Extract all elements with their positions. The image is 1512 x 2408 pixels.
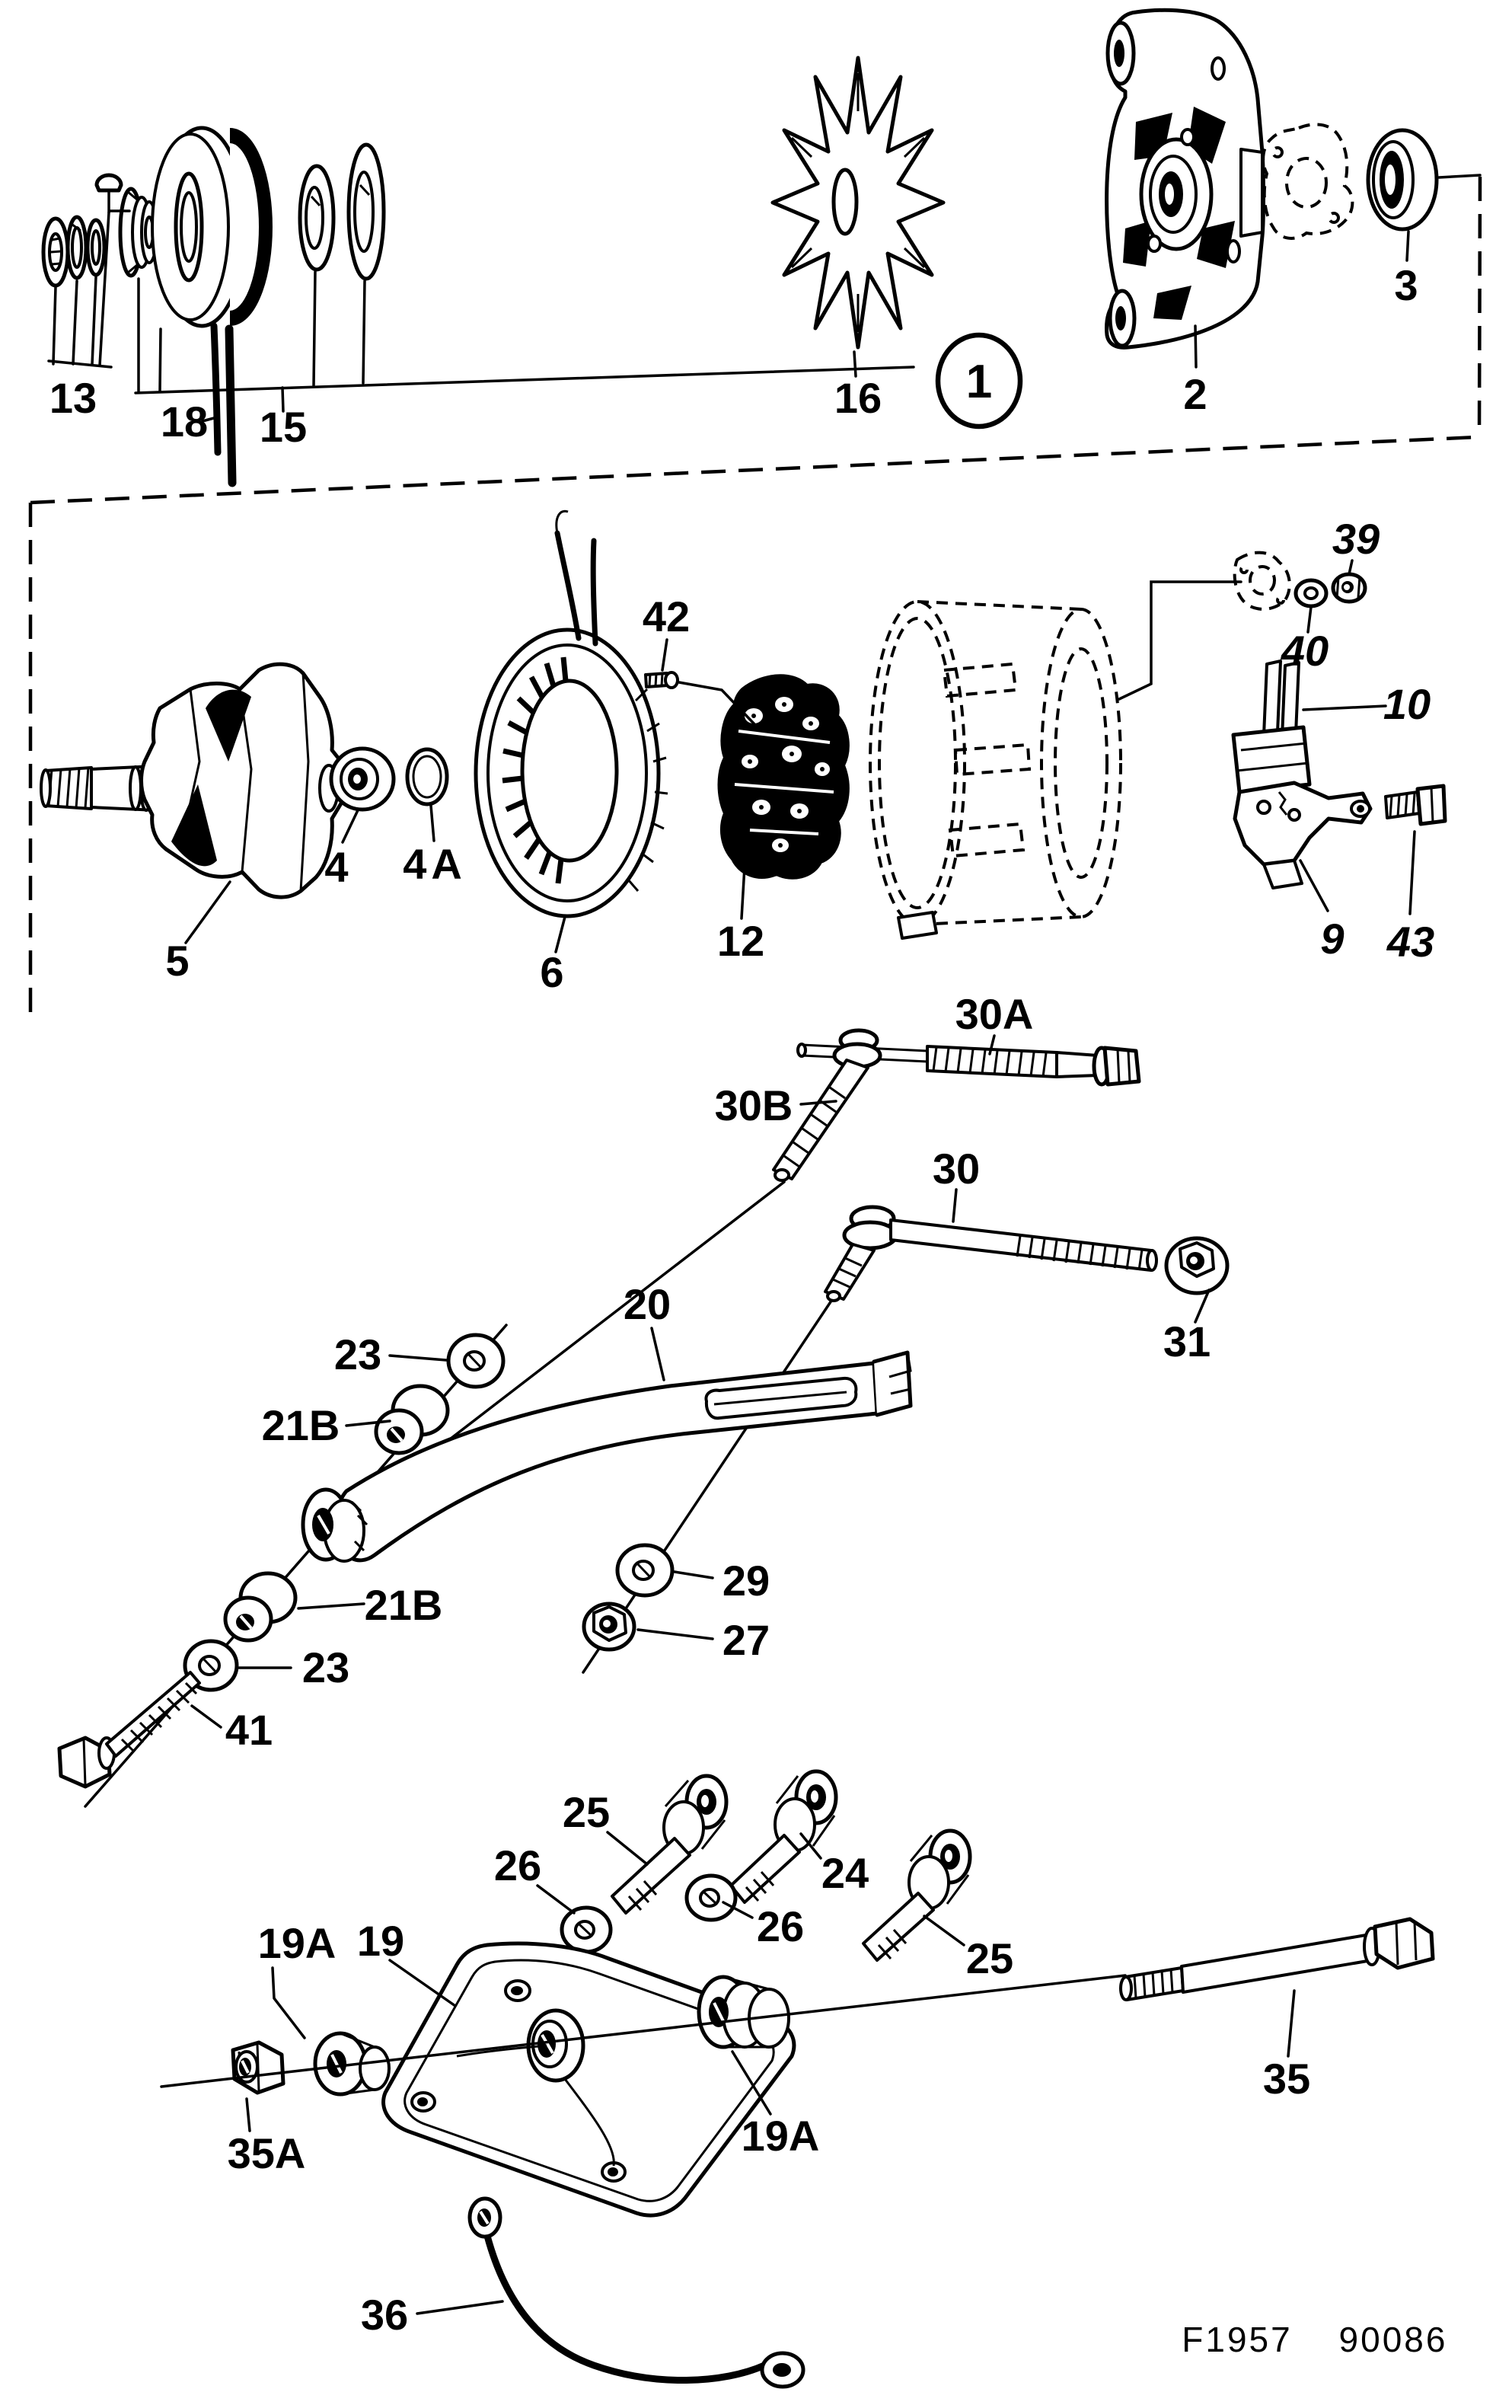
regulator-gasket-dashed <box>1233 551 1291 611</box>
callout-35a: 35A <box>228 2129 306 2177</box>
callout-19a-right: 19A <box>742 2112 820 2160</box>
assembly-grouping-box <box>28 174 1482 1013</box>
footer-figure-code: F1957 <box>1182 2320 1292 2359</box>
drive-belt <box>210 322 237 487</box>
bracket20-leaders <box>190 1327 714 1729</box>
callout-23-lower: 23 <box>302 1643 349 1691</box>
front-bearing <box>1366 128 1439 232</box>
nut-31 <box>1164 1236 1230 1295</box>
callout-40: 40 <box>1281 627 1329 675</box>
callout-19a-left: 19A <box>258 1919 337 1967</box>
regulator-screw-43 <box>1384 784 1447 826</box>
bushing-21b-lower <box>223 1571 298 1643</box>
bolt-30 <box>824 1205 1158 1302</box>
callout-42: 42 <box>643 592 690 640</box>
callout-5: 5 <box>165 937 189 985</box>
adjuster-leaders <box>799 1034 1211 1324</box>
callout-39: 39 <box>1332 515 1380 563</box>
callout-35: 35 <box>1263 2055 1310 2103</box>
callout-36: 36 <box>361 2291 408 2339</box>
callout-24: 24 <box>821 1849 869 1897</box>
callout-16: 16 <box>834 374 882 422</box>
callout-21b-upper: 21B <box>262 1401 340 1449</box>
ground-strap-36 <box>467 2196 805 2389</box>
washer-26-second <box>684 1873 738 1922</box>
washer-29 <box>615 1543 675 1598</box>
bushing-19a-left <box>313 2031 391 2097</box>
housing-gasket <box>1262 123 1354 240</box>
callout-27: 27 <box>723 1616 770 1664</box>
callout-12: 12 <box>717 917 764 965</box>
nut-27 <box>582 1602 636 1652</box>
adjuster-bracket-20 <box>301 1350 913 1563</box>
washer-23-lower <box>183 1639 239 1692</box>
cooling-fan <box>770 56 946 350</box>
pulley-washer-inner <box>298 164 336 272</box>
callout-1: 1 <box>966 356 992 408</box>
callout-21b-lower: 21B <box>365 1581 443 1629</box>
stator-screw-42 <box>644 671 757 727</box>
flat-washer-13 <box>85 218 107 277</box>
washer-23-upper <box>446 1333 506 1389</box>
middle-leaders <box>184 559 1416 953</box>
bracket19-leaders <box>245 1831 1296 2315</box>
rotor-bearing-4 <box>329 746 396 812</box>
bolt-35 <box>1119 1917 1435 2001</box>
washer-26-first <box>560 1905 613 1954</box>
rectifier <box>717 674 850 880</box>
callout-30b: 30B <box>715 1081 793 1129</box>
callout-10: 10 <box>1383 680 1431 728</box>
callout-3: 3 <box>1394 261 1418 309</box>
bolt-35-axis-line <box>160 1974 1127 2088</box>
bolt-30b <box>772 1028 882 1182</box>
callout-26-first: 26 <box>494 1841 541 1889</box>
callout-2: 2 <box>1183 370 1207 418</box>
shaft-nut <box>41 216 70 288</box>
callout-4: 4 <box>324 843 348 891</box>
callout-15: 15 <box>260 403 307 451</box>
callout-23-upper: 23 <box>334 1330 381 1378</box>
mount-bracket-19 <box>381 1941 796 2218</box>
leader-lines-15-18 <box>134 270 915 423</box>
callout-20: 20 <box>624 1280 671 1328</box>
pulley <box>151 126 273 328</box>
snap-ring-4a <box>405 747 449 806</box>
allen-bolt-25-first <box>611 1774 729 1915</box>
footer-drawing-code: 90086 <box>1339 2320 1448 2359</box>
rear-housing-dashed <box>869 600 1122 940</box>
callout-25-first: 25 <box>563 1788 610 1836</box>
front-housing <box>1105 8 1265 350</box>
bolt-30a <box>796 1043 1141 1087</box>
leader-lines-13 <box>47 191 131 369</box>
callout-4a: 4A <box>403 840 467 888</box>
callout-30a: 30A <box>955 990 1034 1038</box>
brush-holder <box>1231 659 1312 794</box>
woodruff-key <box>94 173 123 193</box>
callout-13: 13 <box>49 374 97 422</box>
callout-25-second: 25 <box>966 1934 1013 1982</box>
terminal-nut-39 <box>1331 572 1367 604</box>
callout-18: 18 <box>161 398 208 446</box>
callout-9: 9 <box>1320 915 1344 963</box>
pulley-washer-outer <box>346 142 386 281</box>
callout-43: 43 <box>1386 918 1434 966</box>
callout-41: 41 <box>225 1706 273 1754</box>
voltage-regulator <box>1233 781 1373 889</box>
assembly-number-circle: 1 <box>935 332 1023 430</box>
callout-6: 6 <box>540 948 563 996</box>
callout-19: 19 <box>357 1917 404 1965</box>
allen-bolt-25-second <box>862 1828 972 1962</box>
nut-35a <box>231 2040 285 2095</box>
bolt-41 <box>57 1671 201 1789</box>
lock-washer-13 <box>65 215 88 280</box>
rotor <box>40 662 348 899</box>
allen-bolt-24 <box>729 1769 838 1904</box>
callout-29: 29 <box>723 1557 770 1605</box>
stator <box>474 509 668 918</box>
callout-31: 31 <box>1163 1317 1211 1365</box>
callout-26-second: 26 <box>757 1902 804 1950</box>
terminal-washer-40 <box>1293 578 1329 608</box>
callout-30: 30 <box>933 1145 980 1193</box>
